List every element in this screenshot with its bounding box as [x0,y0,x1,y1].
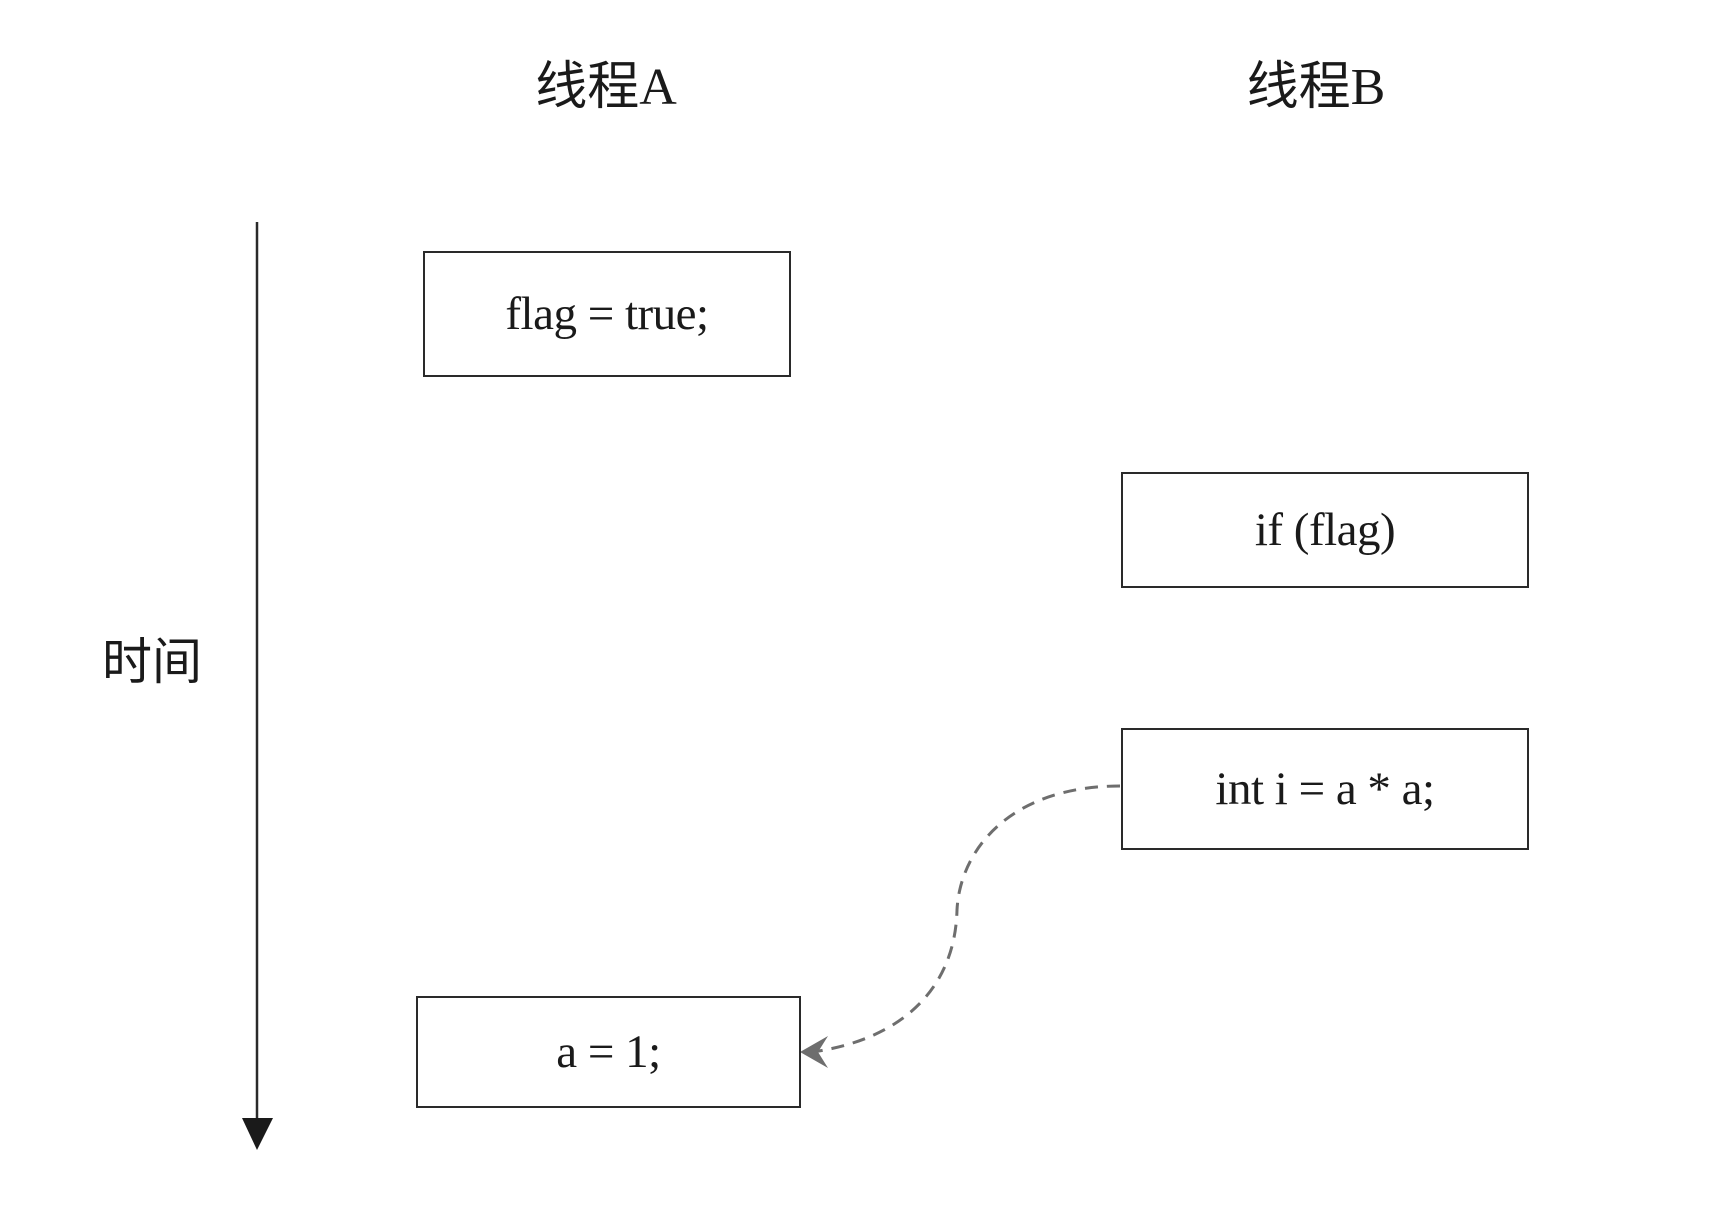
thread-b-header: 线程B [1246,59,1386,116]
time-axis-label: 时间 [102,634,202,690]
thread-b-step-int-i: int i = a * a; [1121,728,1529,850]
thread-a-step-flag-true: flag = true; [423,251,791,377]
dependency-arrowhead-icon [800,1036,828,1068]
step-code: int i = a * a; [1215,763,1435,815]
step-code: if (flag) [1254,504,1396,556]
step-code: a = 1; [556,1026,661,1078]
step-code: flag = true; [505,288,709,340]
thread-a-step-a-assign: a = 1; [416,996,801,1108]
dependency-dashed-curve [811,784,1121,1054]
thread-a-header: 线程A [535,59,677,116]
time-axis-arrowhead-icon [242,1118,273,1150]
thread-b-step-if-flag: if (flag) [1121,472,1529,588]
